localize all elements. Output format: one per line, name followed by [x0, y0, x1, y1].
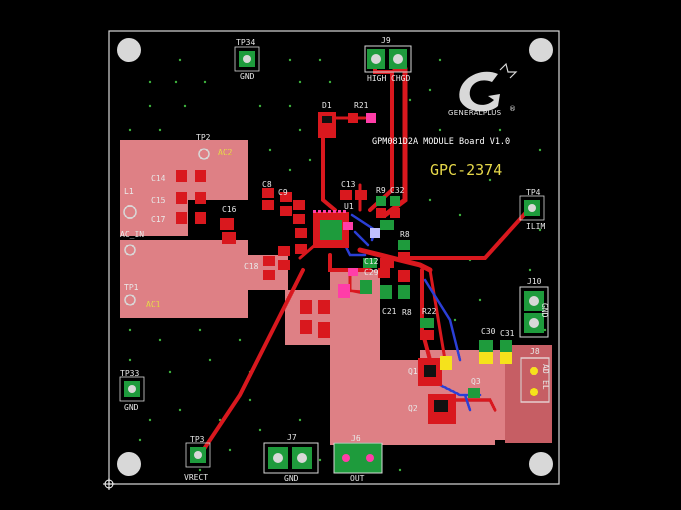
j10-pin: GND	[540, 303, 549, 318]
tp3-net: VRECT	[184, 473, 209, 482]
r8-bottom-label: R8	[402, 308, 412, 317]
board-name: GPM081D2A MODULE Board V1.0	[372, 137, 511, 147]
c18-label: C18	[244, 262, 259, 271]
tp2-label: TP2	[196, 133, 211, 142]
tp3-label: TP3	[190, 435, 205, 444]
c31-label: C31	[500, 329, 515, 338]
tp33-net: GND	[124, 403, 139, 412]
c8-label: C8	[262, 180, 272, 189]
tp4-net: ILIM	[526, 222, 546, 231]
c9-label: C9	[278, 188, 288, 197]
c29-label: C29	[364, 268, 379, 277]
c12-label: C12	[364, 257, 379, 266]
logo-wordmark: GENERALPLUS	[448, 109, 502, 117]
d1-label: D1	[322, 101, 332, 110]
r22-label: R22	[422, 307, 437, 316]
tp34-label: TP34	[236, 38, 256, 47]
r9-label: R9	[376, 186, 386, 195]
tp2-net: AC2	[218, 148, 233, 157]
tp1-label: TP1	[124, 283, 139, 292]
pour-ac1	[120, 240, 248, 318]
mounting-hole-tl	[117, 38, 141, 62]
silk-outlines	[119, 46, 545, 468]
j7-label: J7	[287, 433, 297, 442]
j8-pin-ad: AD	[541, 364, 550, 374]
r8-top-label: R8	[400, 230, 410, 239]
j7-pin: GND	[284, 474, 299, 483]
c14-label: C14	[151, 174, 166, 183]
pour-right-strip	[505, 345, 552, 443]
generalplus-logo	[459, 62, 518, 112]
mounting-hole-bl	[117, 452, 141, 476]
connector-j9	[364, 45, 412, 73]
tp4-label: TP4	[526, 188, 541, 197]
j8-pin-el: EL	[541, 380, 550, 390]
connector-j6	[333, 442, 383, 474]
j6-pin: OUT	[350, 474, 365, 483]
mounting-hole-tr	[529, 38, 553, 62]
connector-j8	[520, 357, 550, 403]
u1-label: U1	[344, 202, 354, 211]
smd-pads	[176, 112, 512, 424]
tp33-label: TP33	[120, 369, 140, 378]
r21-label: R21	[354, 101, 369, 110]
l1-label: L1	[124, 187, 134, 196]
logo-registered-mark: ®	[509, 105, 517, 113]
mounting-hole-br	[529, 452, 553, 476]
tp1-net: AC1	[146, 300, 161, 309]
c30-label: C30	[481, 327, 496, 336]
c17-label: C17	[151, 215, 166, 224]
j8-label: J8	[530, 347, 540, 356]
j9-pin-high: HIGH	[367, 74, 387, 83]
j6-label: J6	[351, 434, 361, 443]
c21-label: C21	[382, 307, 397, 316]
c16-label: C16	[222, 205, 237, 214]
j10-label: J10	[527, 277, 542, 286]
test-point-pads	[123, 51, 540, 463]
q1-label: Q1	[408, 367, 418, 376]
part-number: GPC-2374	[430, 161, 503, 179]
connector-j7	[263, 442, 319, 474]
q3-label: Q3	[471, 377, 481, 386]
j9-pin-chgd: CHGD	[391, 74, 411, 83]
q2-label: Q2	[408, 404, 418, 413]
connector-j10	[519, 286, 549, 338]
origin-marker	[103, 478, 115, 490]
ac-in-label: AC_IN	[120, 230, 145, 239]
c32-label: C32	[390, 186, 405, 195]
tp34-net: GND	[240, 72, 255, 81]
j9-label: J9	[381, 36, 391, 45]
c15-label: C15	[151, 196, 166, 205]
c13-label: C13	[341, 180, 356, 189]
